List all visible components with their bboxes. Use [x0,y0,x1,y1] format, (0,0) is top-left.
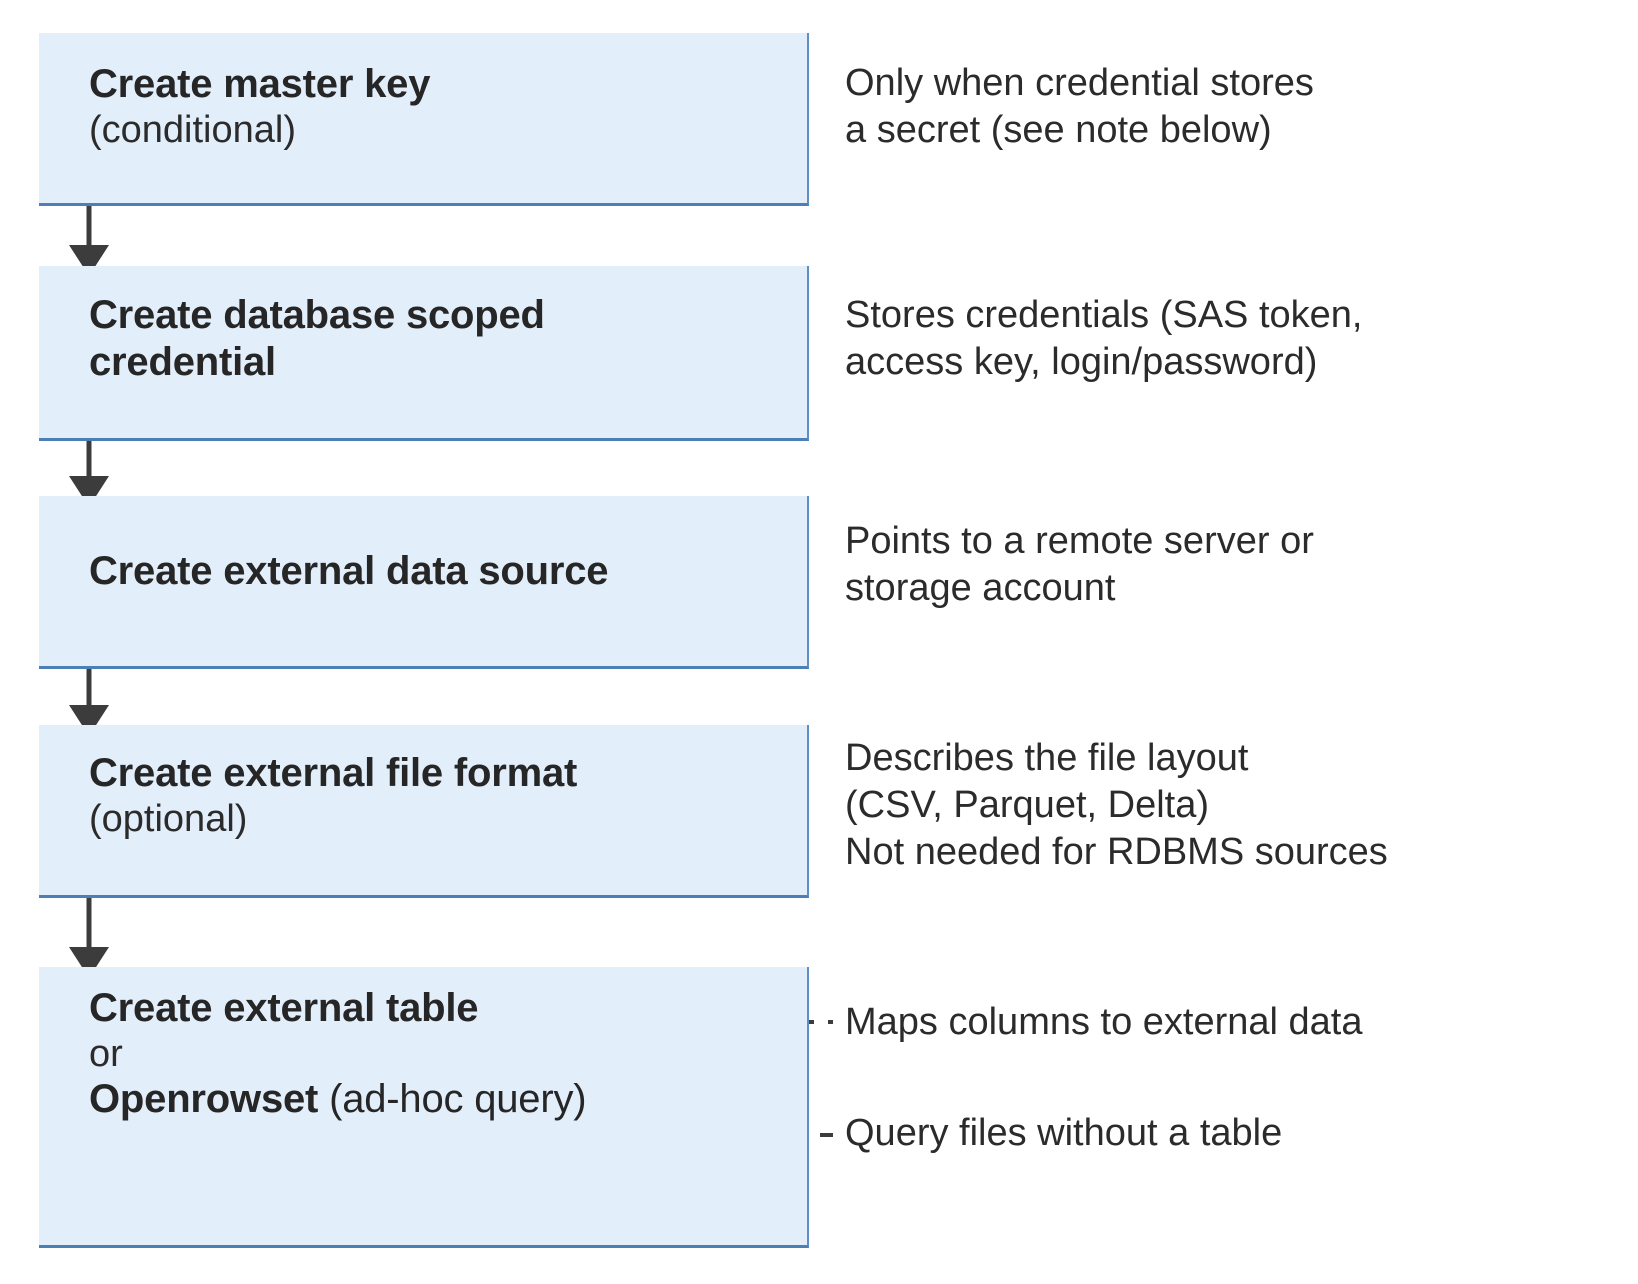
step-alt-title-line: Openrowset (ad-hoc query) [89,1076,799,1123]
step-subtitle: (conditional) [89,108,296,151]
annotation-create-external-data-source: Points to a remote server or storage acc… [845,520,1314,610]
step-alt-suffix: (ad-hoc query) [318,1077,587,1122]
step-title: Create external data source [89,549,609,593]
step-title: Create master key [89,62,431,106]
step-subtitle: (optional) [89,797,248,840]
step-or-label: or [89,1032,123,1075]
step-box-create-database-scoped-credential[interactable]: Create database scoped credential [39,266,809,441]
annotation-create-master-key: Only when credential stores a secret (se… [845,62,1314,152]
annotation-create-external-file-format: Describes the file layout (CSV, Parquet,… [845,737,1388,874]
step-title: Create external table [89,986,479,1030]
step-box-create-master-key[interactable]: Create master key (conditional) [39,33,809,206]
step-box-create-external-file-format[interactable]: Create external file format (optional) [39,725,809,898]
step-box-create-external-data-source[interactable]: Create external data source [39,496,809,669]
annotation-openrowset: Query files without a table [845,1112,1283,1154]
annotation-external-table: Maps columns to external data [845,1001,1363,1043]
step-title: Create database scoped credential [89,293,545,384]
step-box-create-external-table-or-openrowset[interactable]: Create external table or Openrowset (ad-… [39,967,809,1248]
annotation-create-database-scoped-credential: Stores credentials (SAS token, access ke… [845,294,1363,384]
step-label-group: Create external table or Openrowset (ad-… [89,985,799,1123]
step-alt-title: Openrowset [89,1077,319,1122]
step-label-group: Create external file format (optional) [89,750,799,841]
step-label-group: Create database scoped credential [89,292,799,386]
step-label-group: Create master key (conditional) [89,61,799,152]
step-title: Create external file format [89,751,578,795]
step-label-group: Create external data source [89,548,799,595]
